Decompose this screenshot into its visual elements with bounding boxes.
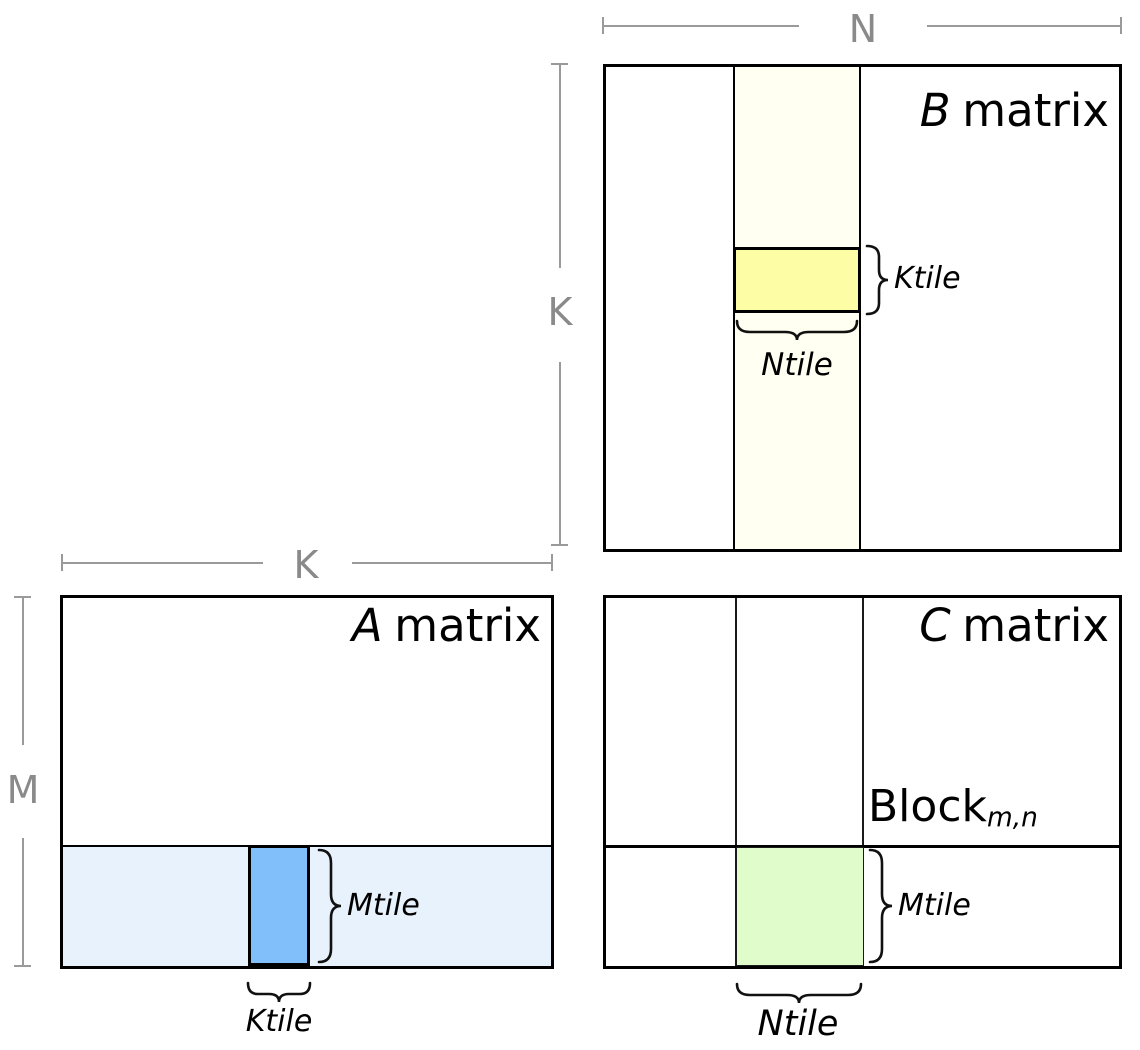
dim-k-horizontal-label: K <box>293 543 319 587</box>
dim-k-vertical-bottom-cap <box>551 544 568 546</box>
c-column-divider-right <box>862 598 864 966</box>
dim-k-vertical-segment-bottom <box>559 362 561 545</box>
a-matrix-title-letter: A <box>351 599 383 652</box>
b-matrix-title-word: matrix <box>962 84 1109 137</box>
b-ktile-tile <box>733 247 861 313</box>
c-matrix-title-letter: C <box>919 599 951 652</box>
dim-k-horizontal-segment-right <box>352 562 553 564</box>
dim-n-segment-right <box>927 25 1122 27</box>
dim-k-horizontal-right-cap <box>551 554 553 571</box>
b-ntile-underbrace-icon <box>735 319 859 341</box>
dim-n-label: N <box>848 7 878 51</box>
b-ntile-label: Ntile <box>761 347 833 383</box>
c-mtile-brace-icon <box>868 848 893 964</box>
dim-m-segment-top <box>22 597 24 745</box>
a-ktile-tile <box>248 845 310 966</box>
c-mtile-label: Mtile <box>898 888 971 923</box>
dim-n-segment-left <box>603 25 799 27</box>
a-ktile-label: Ktile <box>245 1004 313 1039</box>
b-ktile-brace-icon <box>865 244 889 316</box>
dim-m-bottom-cap <box>14 965 31 967</box>
dim-k-horizontal-segment-left <box>62 562 263 564</box>
b-ktile-label: Ktile <box>894 261 961 296</box>
c-row-divider <box>606 845 1119 848</box>
a-mtile-brace-icon <box>317 848 342 964</box>
dim-m-segment-bottom <box>22 838 24 966</box>
dim-m-label: M <box>6 768 40 812</box>
dim-k-vertical-segment-top <box>559 64 561 268</box>
c-block-label: Blockm,n <box>868 781 1038 833</box>
c-block-label-subscript: m,n <box>987 801 1038 833</box>
b-matrix-title-letter: B <box>919 84 951 137</box>
c-block-label-text: Block <box>868 781 988 832</box>
a-matrix-title-word: matrix <box>394 599 541 652</box>
c-ntile-label: Ntile <box>757 1004 839 1044</box>
dim-n-right-cap <box>1120 17 1122 34</box>
c-matrix-title-word: matrix <box>962 599 1109 652</box>
a-mtile-label: Mtile <box>347 888 420 923</box>
dim-k-vertical-label: K <box>547 290 573 334</box>
a-ktile-underbrace-icon <box>246 981 312 1003</box>
c-column-divider-left <box>735 598 737 966</box>
c-ntile-underbrace-icon <box>735 982 863 1004</box>
c-block-tile <box>736 847 864 966</box>
